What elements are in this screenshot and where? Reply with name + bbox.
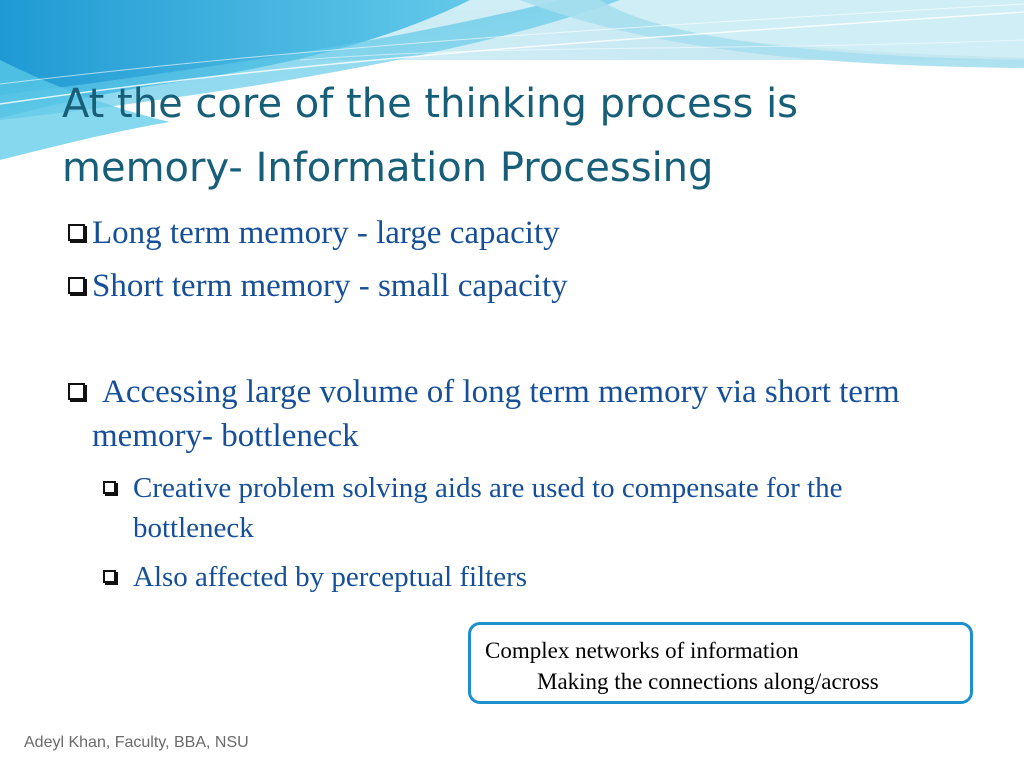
slide-title-line-2: memory- Information Processing <box>62 145 714 191</box>
hollow-square-bullet-icon <box>68 383 85 400</box>
bullet-short-term-memory: Short term memory - small capacity <box>68 264 932 308</box>
slide-footer: Adeyl Khan, Faculty, BBA, NSU <box>24 734 249 751</box>
hollow-square-bullet-icon <box>68 277 85 294</box>
slide-title-line-1: At the core of the thinking process is <box>62 81 799 127</box>
bullet-text: Also affected by perceptual filters <box>133 561 528 593</box>
sub-bullet-perceptual-filters: Also affected by perceptual filters <box>103 557 943 597</box>
bullet-text: Accessing large volume of long term memo… <box>92 374 900 454</box>
hollow-square-bullet-icon <box>103 570 116 583</box>
hollow-square-bullet-icon <box>103 481 116 494</box>
callout-box: Complex networks of information Making t… <box>468 622 973 704</box>
slide-title: At the core of the thinking process is m… <box>62 72 962 200</box>
bullet-text: Long term memory - large capacity <box>92 215 560 251</box>
callout-line-2: Making the connections along/across <box>537 669 879 694</box>
bullet-accessing-memory-bottleneck: Accessing large volume of long term memo… <box>68 370 932 458</box>
hollow-square-bullet-icon <box>68 224 85 241</box>
bullet-long-term-memory: Long term memory - large capacity <box>68 211 932 255</box>
decorative-wave-header <box>0 0 1024 160</box>
callout-line-1: Complex networks of information <box>485 638 799 663</box>
bullet-text: Creative problem solving aids are used t… <box>133 472 843 544</box>
sub-bullet-creative-problem-solving: Creative problem solving aids are used t… <box>103 468 943 548</box>
bullet-text: Short term memory - small capacity <box>92 268 568 304</box>
